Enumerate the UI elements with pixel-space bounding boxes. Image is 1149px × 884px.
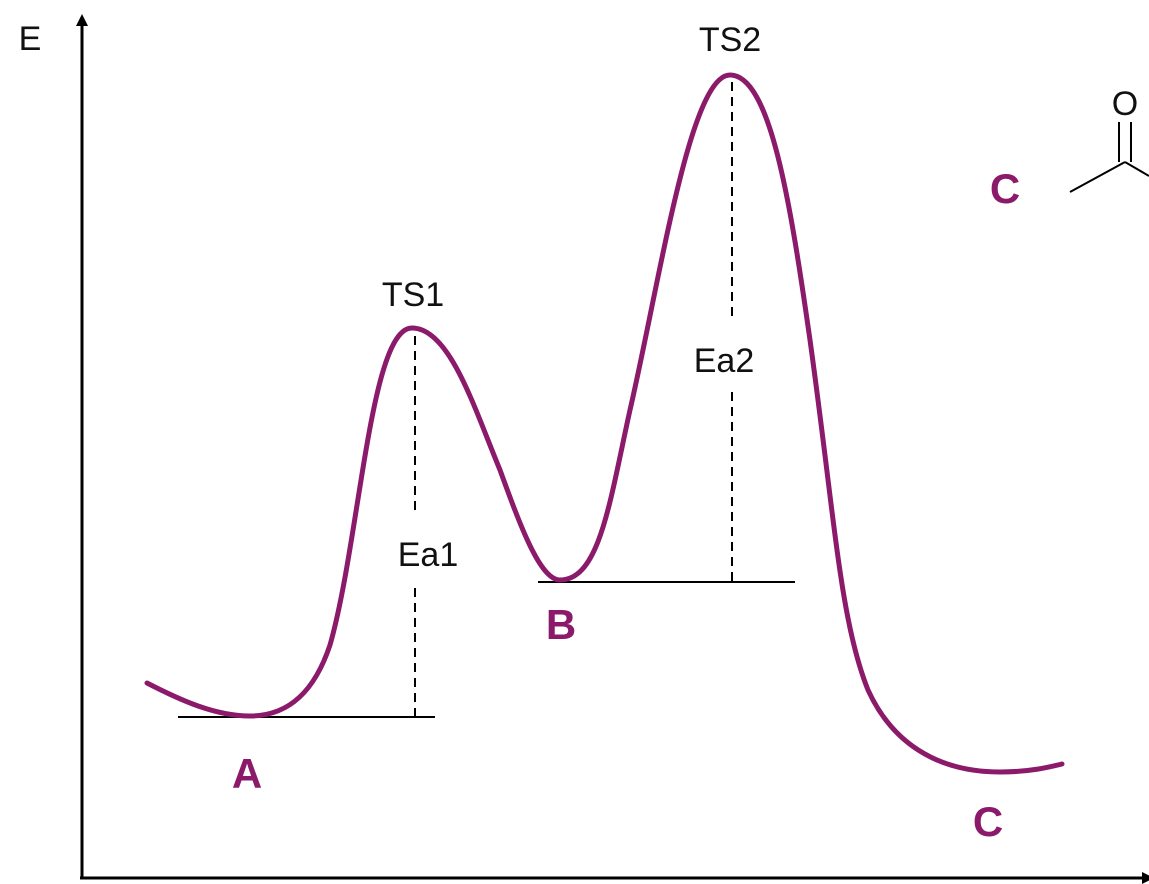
oxygen-atom-label: O	[1112, 85, 1138, 123]
species-c-label: C	[973, 798, 1003, 845]
structure-panel-label: C	[990, 165, 1020, 212]
chain-bond-right	[1124, 161, 1149, 177]
methyl-bond	[1069, 161, 1126, 193]
structure-panel: C O	[990, 85, 1149, 212]
reaction-energy-curve	[144, 72, 1065, 775]
y-axis-label: E	[19, 20, 42, 58]
species-a-label: A	[232, 750, 262, 797]
ea1-label: Ea1	[398, 536, 459, 574]
species-b-label: B	[546, 601, 576, 648]
ts2-label: TS2	[699, 21, 761, 59]
ts1-label: TS1	[382, 276, 444, 314]
ea2-label: Ea2	[694, 342, 755, 380]
